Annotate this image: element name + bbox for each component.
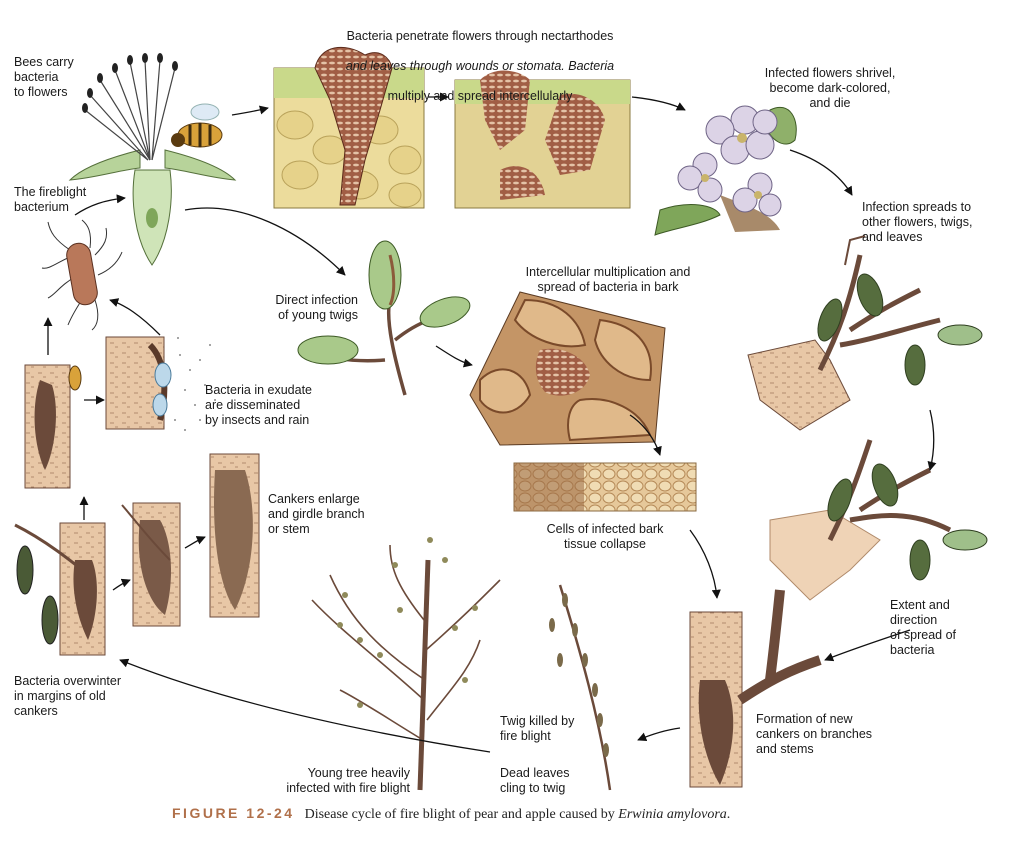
label-penetrate-line-2c: Bacteria (564, 59, 615, 73)
insect-branch (24, 364, 82, 489)
leaf-tissue-section-2 (454, 70, 631, 209)
bark-section-illustration (469, 291, 666, 446)
label-extent-direction: Extent and direction of spread of bacter… (890, 598, 957, 657)
figure-number: FIGURE 12-24 (172, 805, 295, 821)
label-bacteria-overwinter: Bacteria overwinter in margins of old ca… (14, 674, 121, 718)
infected-branch-1 (747, 235, 983, 431)
infected-branch-2 (769, 439, 988, 601)
bee-icon (171, 103, 223, 148)
label-penetrate-line-1: Bacteria penetrate flowers through necta… (346, 29, 614, 43)
label-cells-collapse: Cells of infected bark tissue collapse (546, 522, 664, 551)
label-infected-flowers-shrivel: Infected flowers shrivel, become dark-co… (764, 66, 896, 110)
leaf-tissue-section-1 (273, 46, 425, 209)
caption-organism: Erwinia amylovora (618, 807, 727, 822)
caption-end: . (726, 807, 731, 822)
label-penetrate-line-2a: and leaves through (345, 59, 456, 73)
infected-flowers-illustration (654, 105, 797, 236)
label-new-cankers: Formation of new cankers on branches and… (756, 712, 873, 756)
exudate-branch (105, 336, 216, 431)
label-direct-infection: Direct infection of young twigs (275, 293, 358, 322)
label-bees-carry-bacteria: Bees carry bacteria to flowers (14, 55, 74, 99)
label-cankers-enlarge: Cankers enlarge and girdle branch or ste… (268, 492, 365, 536)
caption-text: Disease cycle of fire blight of pear and… (304, 807, 619, 822)
new-canker-branch (689, 589, 822, 788)
collapsed-bark-cells (513, 462, 697, 512)
figure-caption: FIGURE 12-24 Disease cycle of fire blight… (172, 805, 932, 823)
label-penetrate-line-3: multiply and spread intercellularly (387, 89, 573, 103)
cycle-arrows (43, 92, 937, 753)
label-dead-leaves: Dead leaves cling to twig (500, 766, 570, 795)
canker-branch-2 (121, 502, 181, 627)
label-young-tree: Young tree heavily infected with fire bl… (286, 766, 410, 795)
label-bacteria-penetrate: Bacteria penetrate flowers through necta… (330, 14, 630, 104)
bacterium-icon (41, 219, 123, 331)
label-twig-killed: Twig killed by fire blight (500, 714, 575, 743)
killed-twig-illustration (549, 584, 612, 791)
label-penetrate-line-2b: wounds or stomata. (455, 59, 565, 73)
label-fireblight-bacterium: The fireblight bacterium (14, 185, 87, 214)
label-bacteria-in-exudate: Bacteria in exudate are disseminated by … (205, 383, 313, 427)
young-tree-illustration (311, 537, 501, 791)
canker-branch-3 (209, 453, 260, 618)
overwinter-canker-branch (14, 522, 106, 656)
label-infection-spreads: Infection spreads to other flowers, twig… (862, 200, 973, 244)
label-intercellular-multiplication: Intercellular multiplication and spread … (525, 265, 691, 294)
flower-illustration (68, 53, 237, 266)
young-twig-illustration (297, 240, 471, 396)
